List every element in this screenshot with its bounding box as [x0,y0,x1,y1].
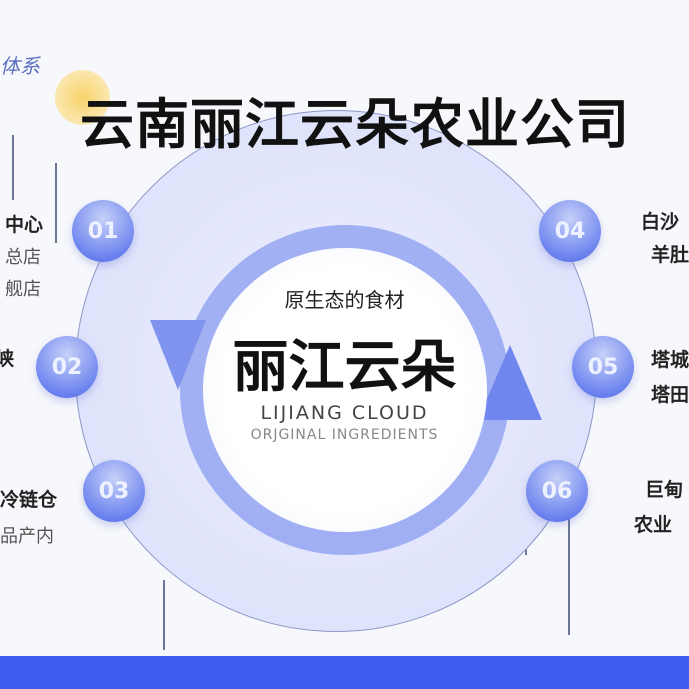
center-circle [203,248,487,532]
item-label: 羊肚 [651,244,689,266]
divider-line [568,495,570,635]
page-title: 云南丽江云朵农业公司 [80,93,630,156]
cycle-arrow-right-icon [478,345,542,420]
brand-english: LIJIANG CLOUD [260,402,429,424]
divider-line [12,135,14,200]
item-desc: 总店 [5,247,41,268]
step-badge-05: 05 [572,336,634,398]
bottom-bar [0,656,689,689]
divider-line [55,163,57,243]
corner-heading: 体系 [0,54,40,78]
step-badge-03: 03 [83,460,145,522]
step-badge-02: 02 [36,336,98,398]
cycle-arrow-left-icon [150,320,206,390]
item-label: 农业 [634,514,673,536]
item-label: 中心 [5,214,44,236]
step-badge-01: 01 [72,200,134,262]
tagline: 原生态的食材 [284,288,405,312]
item-desc: 舰店 [5,279,41,300]
brand-name: 丽江云朵 [232,335,457,400]
item-desc: 品产内 [0,526,54,547]
divider-line [163,580,165,650]
item-label: 塔田 [651,384,689,406]
sun-decoration [55,70,110,125]
item-label: 冷链仓 [0,489,58,511]
step-badge-04: 04 [539,200,601,262]
item-label: 峡 [0,348,15,370]
step-badge-06: 06 [526,460,588,522]
item-label: 白沙 [641,211,680,233]
item-label: 巨甸 [645,479,684,501]
item-label: 塔城 [651,349,689,371]
brand-english-sub: ORJGINAL INGREDIENTS [250,427,439,443]
